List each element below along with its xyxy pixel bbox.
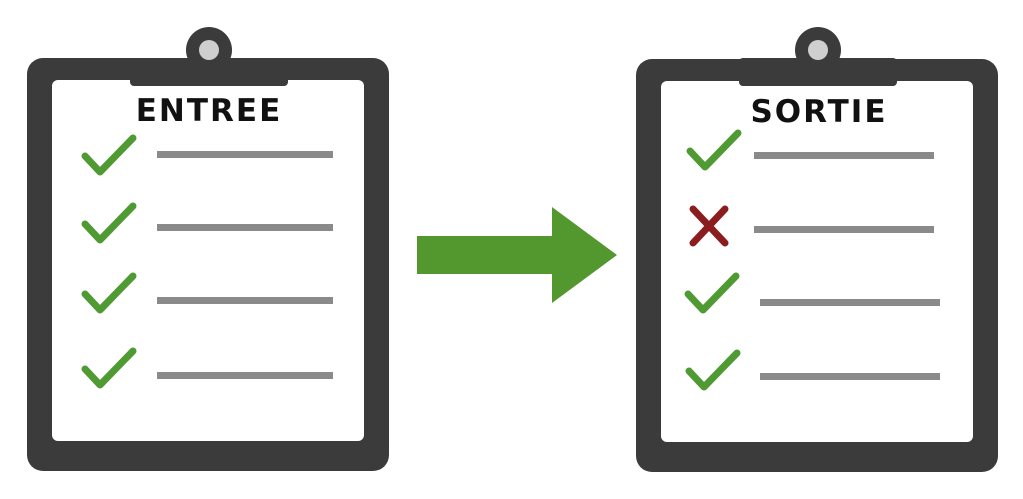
left-clipboard-clip-icon — [130, 27, 288, 86]
right-item-4-line — [760, 373, 940, 380]
left-item-2 — [81, 202, 333, 244]
check-icon — [686, 129, 742, 171]
right-item-1 — [686, 129, 934, 171]
left-item-1 — [81, 134, 333, 176]
check-icon — [81, 347, 137, 389]
right-clipboard-clip-icon — [739, 27, 897, 86]
right-item-1-line — [754, 152, 934, 159]
left-clipboard: ENTREE — [27, 27, 389, 471]
check-icon — [81, 272, 137, 314]
left-clipboard-title: ENTREE — [136, 93, 283, 129]
right-item-3 — [684, 272, 940, 314]
check-icon — [81, 134, 137, 176]
check-icon — [684, 272, 740, 314]
arrow-right-icon — [417, 207, 617, 303]
right-item-3-line — [760, 299, 940, 306]
check-icon — [81, 202, 137, 244]
right-item-2 — [689, 205, 934, 247]
left-item-3 — [81, 272, 333, 314]
right-item-2-line — [754, 226, 934, 233]
left-item-2-line — [157, 224, 333, 231]
right-clipboard-title: SORTIE — [750, 94, 887, 130]
left-item-4 — [81, 347, 333, 389]
left-item-1-line — [157, 151, 333, 158]
right-clipboard: SORTIE — [636, 27, 998, 472]
check-icon — [685, 349, 741, 391]
left-item-4-line — [157, 372, 333, 379]
cross-icon — [689, 205, 729, 247]
right-item-4 — [685, 349, 940, 391]
left-item-3-line — [157, 297, 333, 304]
